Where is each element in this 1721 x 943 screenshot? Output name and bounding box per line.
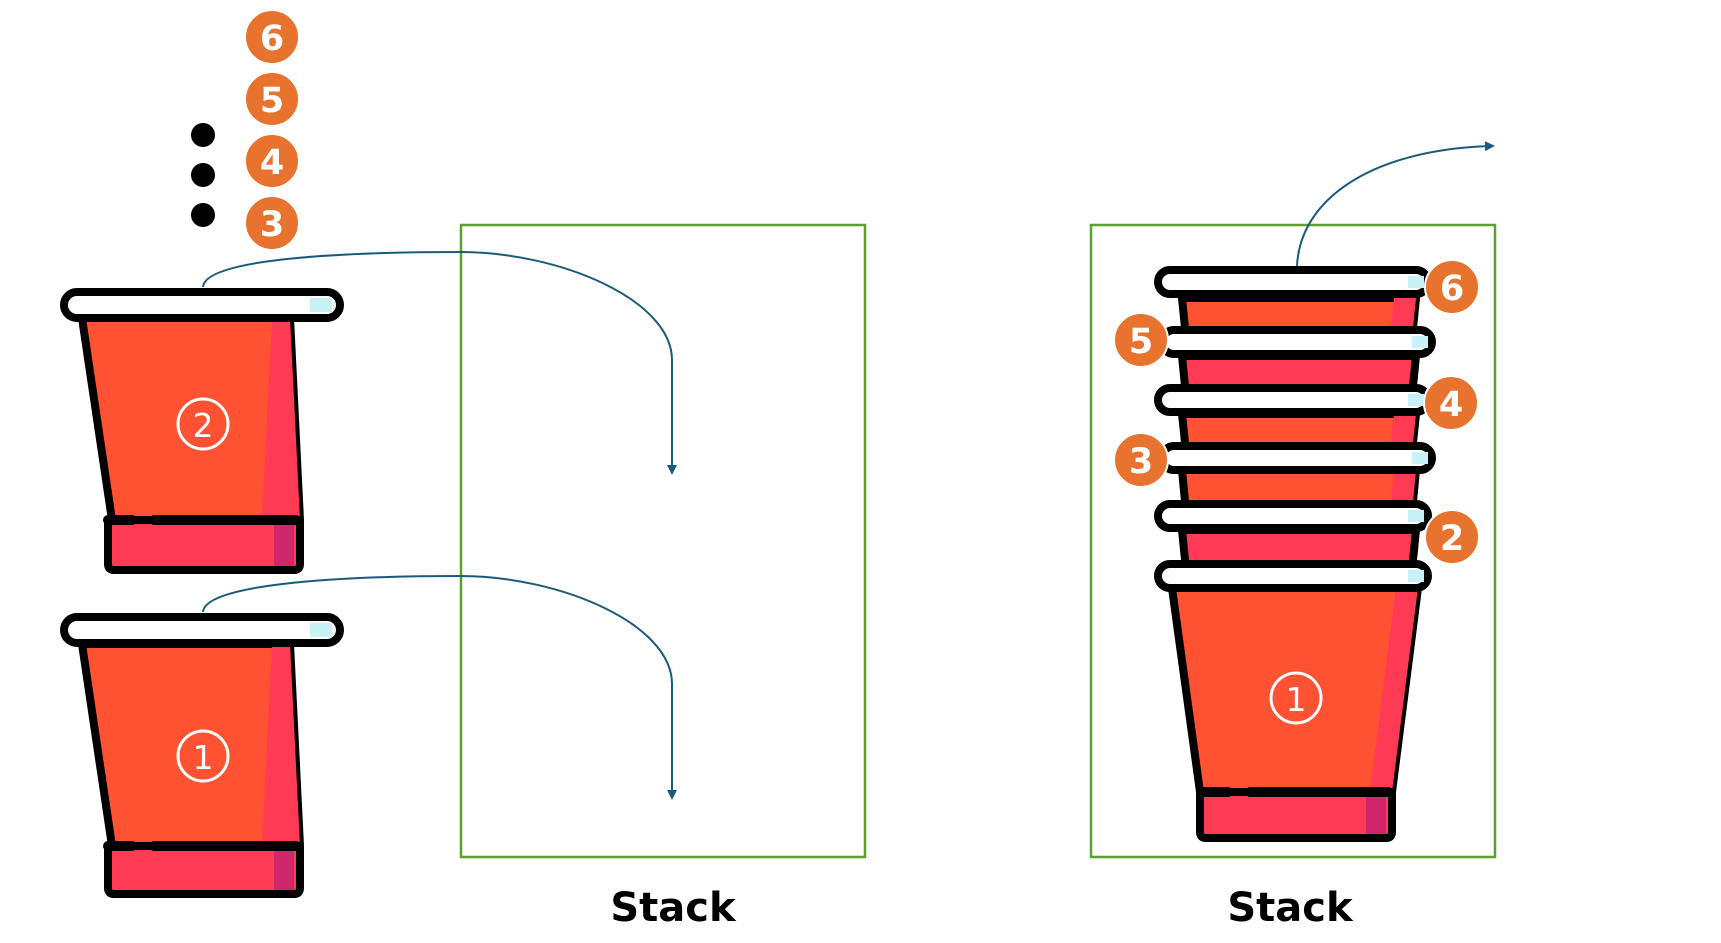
pop-arrow-6 xyxy=(1296,141,1495,267)
queue-badge-3: 3 xyxy=(244,195,300,251)
push-arrow-1 xyxy=(202,574,677,800)
queue-badge-5: 5 xyxy=(244,71,300,127)
ellipsis-dot-1 xyxy=(191,123,215,147)
stack-badge-3: 3 xyxy=(1113,432,1169,488)
right-cup-stack: 1 xyxy=(1154,266,1436,842)
stack-badge-5-text: 5 xyxy=(1129,322,1153,362)
left-cup-1: 1 xyxy=(60,613,344,898)
right-stack-label: Stack xyxy=(1227,885,1354,931)
stack-badge-2-text: 2 xyxy=(1440,519,1464,559)
push-arrow-2 xyxy=(202,250,677,475)
left-cup-2-label: 2 xyxy=(193,406,214,445)
queue-badge-3-text: 3 xyxy=(260,205,284,245)
stack-badge-6-text: 6 xyxy=(1440,269,1464,309)
right-cup-1-label: 1 xyxy=(1286,680,1307,719)
stack-badge-3-text: 3 xyxy=(1129,442,1153,482)
stack-badge-2: 2 xyxy=(1424,509,1480,565)
queue-badge-5-text: 5 xyxy=(260,81,284,121)
left-cup-1-label: 1 xyxy=(193,738,214,777)
ellipsis-dot-2 xyxy=(191,163,215,187)
left-stack-label: Stack xyxy=(610,885,737,931)
stack-badge-6: 6 xyxy=(1424,259,1480,315)
queue-badge-4-text: 4 xyxy=(260,143,284,183)
queue-badge-4: 4 xyxy=(244,133,300,189)
ellipsis-dot-3 xyxy=(191,203,215,227)
right-stack-box xyxy=(1089,223,1497,859)
queue-badge-6-text: 6 xyxy=(260,19,284,59)
stack-badge-4: 4 xyxy=(1423,375,1479,431)
stack-badge-5: 5 xyxy=(1113,312,1169,368)
stack-badge-4-text: 4 xyxy=(1439,385,1463,425)
queue-badge-6: 6 xyxy=(244,9,300,65)
left-stack-box xyxy=(459,223,867,859)
left-cup-2: 2 xyxy=(60,288,344,574)
